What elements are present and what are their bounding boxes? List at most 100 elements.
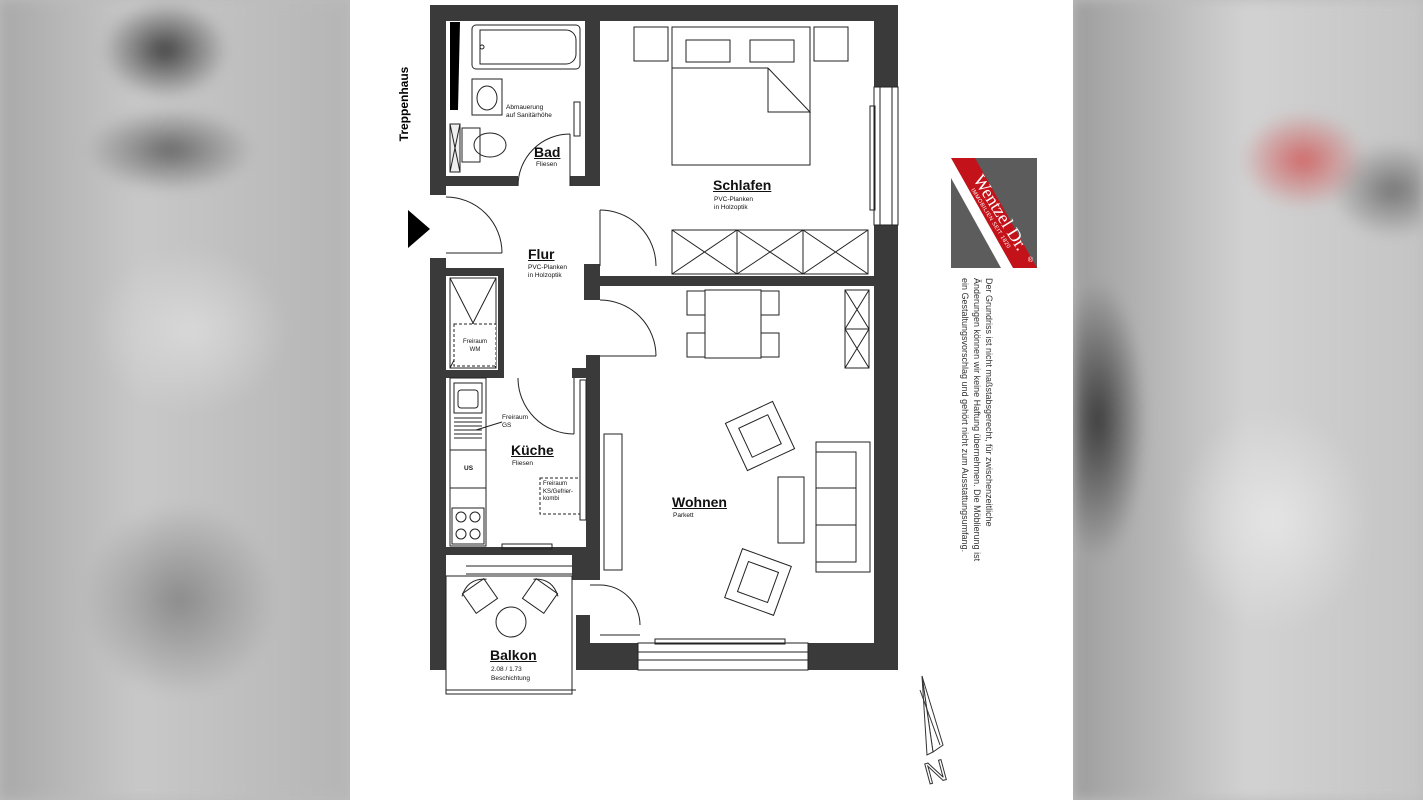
- stove-burner-4: [469, 528, 481, 540]
- bathtub-inner: [479, 29, 577, 65]
- room-floor-kueche: Fliesen: [512, 460, 533, 467]
- blurred-background-left: [0, 0, 350, 800]
- armchair-bottom: [724, 548, 792, 616]
- wall-kitchen-top: [446, 370, 498, 378]
- note-abmauerung-1: Abmauerung: [506, 104, 544, 111]
- sideboard: [603, 433, 623, 571]
- bath-radiator: [573, 101, 581, 137]
- wall-living-left: [586, 355, 600, 580]
- brand-logo: Wentzel Dr. IMMOBILIEN SEIT 1820 ®: [951, 158, 1037, 268]
- note-freiraum-gs-2: GS: [502, 422, 512, 429]
- toilet-tank: [461, 127, 481, 163]
- entrance-arrow-icon: [408, 210, 430, 248]
- kitchen-counter: [449, 377, 487, 547]
- wardrobe: [671, 229, 869, 275]
- balcony-table: [495, 606, 527, 638]
- installation-hatch-2: [449, 123, 461, 173]
- room-floor-schlafen-2: in Holzoptik: [714, 204, 748, 211]
- kitchen-radiator: [579, 379, 587, 521]
- wall-storage-right: [498, 268, 504, 378]
- note-freiraum-kg-3: kombi: [543, 496, 560, 502]
- compass-icon: [919, 675, 944, 756]
- disclaimer-line-3: ein Gestaltungsvorschlag und gehört nich…: [960, 278, 970, 553]
- bedroom-window: [873, 86, 899, 226]
- room-floor-balkon: Beschichtung: [491, 675, 531, 682]
- armchair-top: [724, 400, 796, 472]
- wall-bedroom-living: [600, 276, 874, 286]
- sink: [453, 382, 483, 414]
- coffee-table: [777, 476, 805, 544]
- room-floor-flur-2: in Holzoptik: [528, 272, 562, 279]
- double-bed: [671, 26, 811, 166]
- balcony-chair: [461, 578, 499, 614]
- walls: [430, 5, 898, 670]
- shelf-cross: [844, 289, 870, 369]
- living-door-swing: [599, 299, 657, 357]
- nightstand-left: [633, 26, 669, 62]
- wall-balcony-right: [576, 615, 590, 670]
- room-floor-flur-1: PVC-Planken: [528, 264, 568, 271]
- note-freiraum-kg-1: Freiraum: [543, 481, 568, 487]
- bed-blanket-fold: [767, 67, 812, 113]
- dining-table: [704, 289, 762, 359]
- bathtub-drain: [479, 44, 485, 50]
- wall-bath-right: [585, 21, 600, 186]
- note-freiraum-kg-2: KS/Gefrier-: [543, 488, 574, 495]
- wall-right-top: [874, 5, 898, 87]
- room-name-flur: Flur: [528, 246, 555, 262]
- balcony-door-swing: [599, 584, 641, 626]
- bath-shaft: [450, 22, 460, 110]
- washing-machine-space: [453, 323, 497, 367]
- kitchen-window: [501, 543, 553, 550]
- floor-plan-drawing: [408, 5, 944, 756]
- sink-bowl: [457, 389, 479, 409]
- room-floor-wohnen: Parkett: [673, 512, 694, 519]
- balcony-outline: [445, 575, 573, 695]
- pillow-left: [685, 39, 731, 63]
- wall-balcony-corner: [572, 555, 600, 580]
- stove-burner-3: [455, 528, 467, 540]
- gs-pointer: [475, 421, 503, 431]
- brand-registered-mark: ®: [1027, 257, 1033, 264]
- wall-right-lower: [874, 225, 898, 670]
- bedroom-radiator: [869, 105, 876, 211]
- room-size-balkon: 2.08 / 1.73: [491, 666, 522, 673]
- note-freiraum-wm-1: Freiraum: [462, 339, 487, 345]
- disclaimer: Der Grundriss ist nicht maßstabsgerecht,…: [959, 278, 995, 568]
- bedroom-door-swing: [599, 209, 657, 267]
- note-abmauerung-2: auf Sanitärhöhe: [506, 112, 552, 119]
- dining-chair-2: [686, 332, 706, 358]
- washbasin: [471, 78, 503, 116]
- room-name-balkon: Balkon: [490, 647, 537, 663]
- note-freiraum-wm-2: WM: [469, 346, 481, 353]
- wall-left-lower: [430, 258, 446, 670]
- stove: [451, 507, 485, 545]
- room-name-schlafen: Schlafen: [713, 177, 772, 193]
- pillow-right: [749, 39, 795, 63]
- storage-cabinet: [449, 277, 497, 369]
- stairwell-label: Treppenhaus: [397, 66, 411, 142]
- room-floor-bad: Fliesen: [536, 161, 557, 168]
- wall-left-upper: [430, 5, 446, 195]
- wall-top: [430, 5, 898, 21]
- disclaimer-line-1: Der Grundriss ist nicht maßstabsgerecht,…: [984, 278, 994, 527]
- sofa-seat: [815, 451, 857, 563]
- room-name-wohnen: Wohnen: [672, 494, 727, 510]
- washbasin-bowl: [476, 85, 498, 111]
- disclaimer-line-2: Änderungen können wir keine Haftung über…: [972, 278, 982, 562]
- nightstand-right: [813, 26, 849, 62]
- wall-bath-bottom: [446, 176, 518, 186]
- note-freiraum-kg: Freiraum KS/Gefrier- kombi: [540, 481, 583, 504]
- brand-logo-graphic: [951, 158, 1037, 268]
- note-us: US: [464, 465, 474, 472]
- room-floor-schlafen-1: PVC-Planken: [714, 196, 754, 203]
- wall-kitchen-bottom: [446, 547, 600, 555]
- wall-storage-top: [446, 268, 498, 276]
- floor-plan-sheet: Bad Fliesen Schlafen PVC-Planken in Holz…: [350, 0, 1073, 800]
- wall-kitchen-stub: [572, 368, 586, 378]
- toilet-bowl: [473, 132, 507, 158]
- fixtures: [445, 22, 899, 695]
- note-freiraum-gs-1: Freiraum: [502, 414, 529, 421]
- entrance-door-swing: [445, 196, 503, 254]
- wardrobe-cross: [671, 229, 869, 275]
